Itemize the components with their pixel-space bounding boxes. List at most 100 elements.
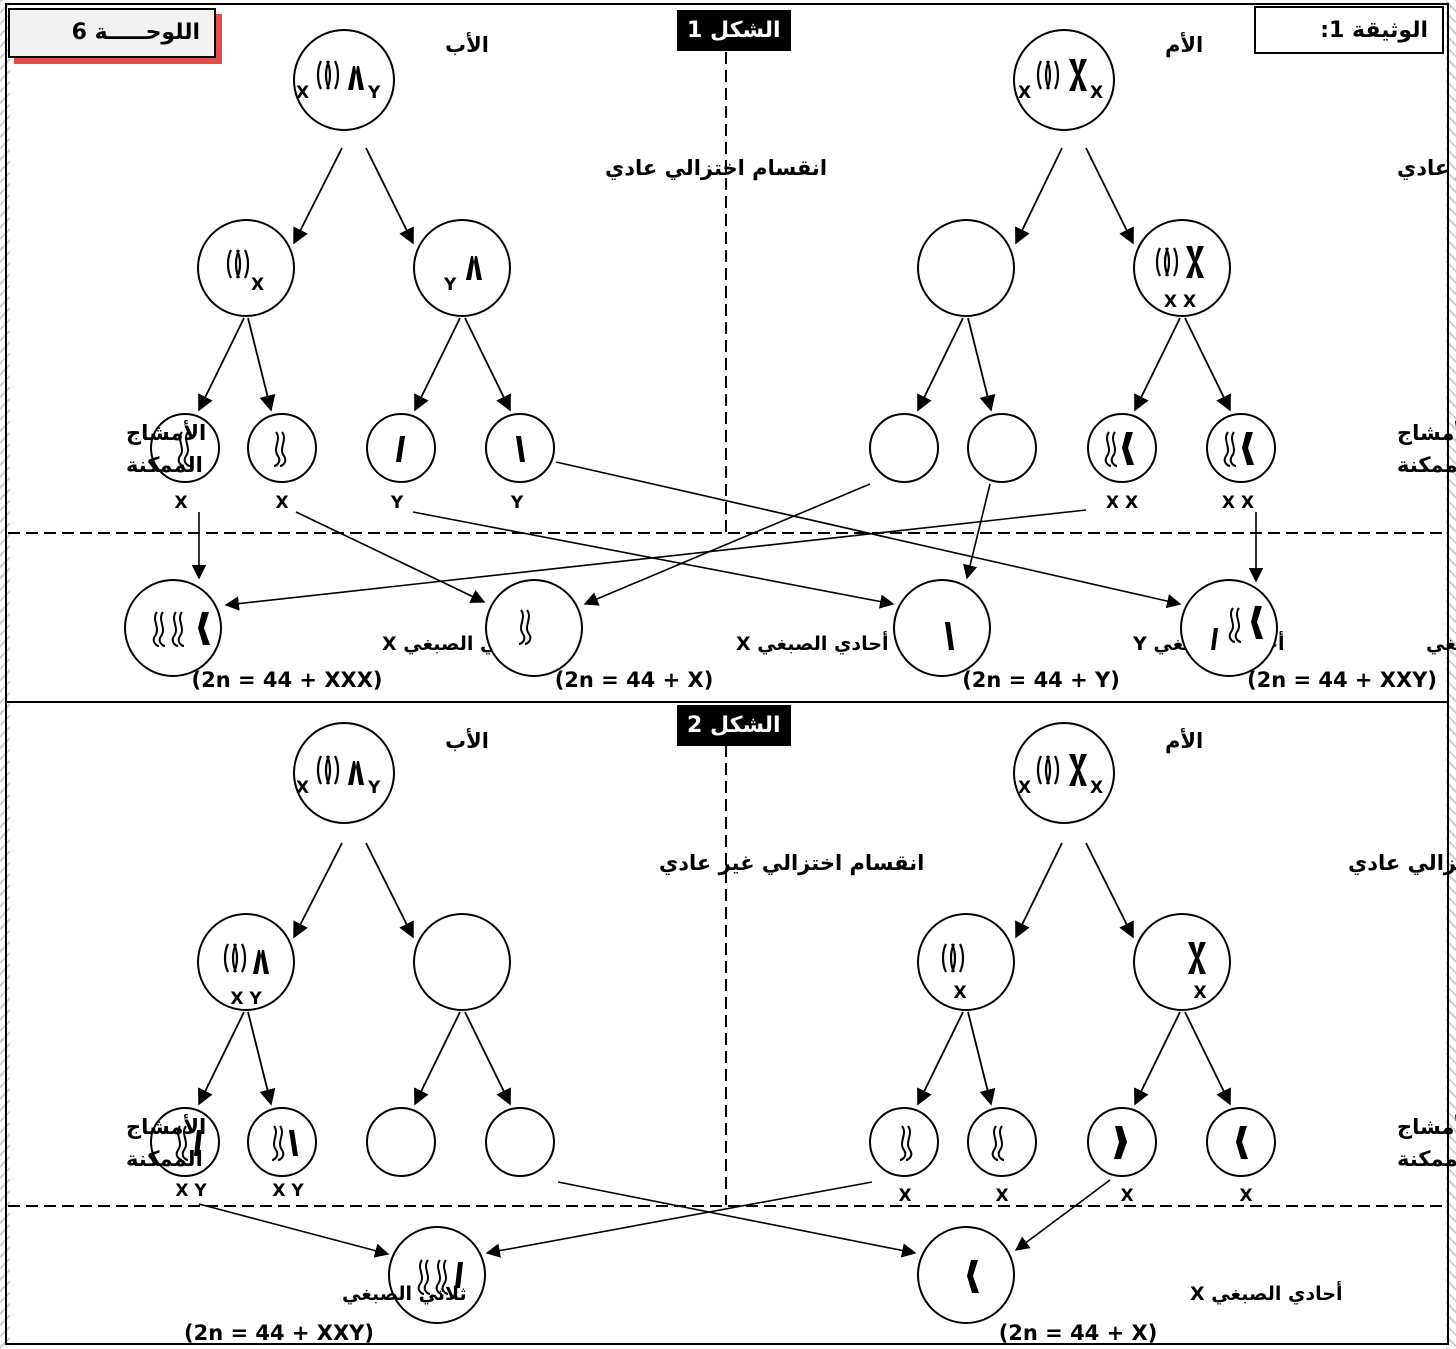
arrow: [293, 147, 343, 245]
mother-gamete-empty: [967, 413, 1037, 483]
chromatid-x-dark-icon: [1251, 606, 1263, 639]
zygote-xxy: [1180, 579, 1278, 677]
chromatid-y-icon: [455, 1262, 463, 1288]
father-x-cell-label: X: [251, 275, 264, 295]
figure2-title: الشكل 2: [677, 705, 791, 746]
chromatid-y-icon: [289, 1130, 298, 1156]
father-xy-cell-label: X Y: [230, 989, 262, 1009]
arrow: [917, 1011, 964, 1106]
zygote-formula: (2n = 44 + XXX): [192, 668, 383, 692]
chromatid-x-dark-icon: [1122, 432, 1134, 465]
arrow: [224, 509, 1087, 611]
figure1-father-lineage: X Y الأب انقسام اختزالي عادي X Y X X Y Y…: [126, 29, 827, 513]
arrow: [414, 1011, 461, 1106]
chromatid-x-icon: [271, 1125, 285, 1161]
father-gamete-label: X Y: [175, 1181, 207, 1201]
father-division-label: انقسام اختزالي غير عادي: [659, 851, 924, 876]
figure1-zygotes: ثلاثي الصبغي X (2n = 44 + XXX) أحادي الص…: [124, 579, 1456, 692]
father-y-label: Y: [367, 778, 381, 798]
chromatid-x-dark-icon: [198, 612, 210, 645]
mother-xx-cell: [1133, 219, 1231, 317]
chromosome-x-icon: [223, 943, 247, 973]
chromatid-x-icon: [171, 611, 185, 647]
chromosome-x-icon: [316, 60, 340, 90]
father-gamete-x: [150, 413, 220, 483]
arrow: [464, 1011, 511, 1106]
chromosome-y-icon: [348, 66, 364, 90]
mother-gamete-label: X: [1120, 1186, 1133, 1206]
mother-division-label: انقسام اختزالي غير عادي: [1397, 156, 1456, 181]
frame: [5, 3, 1449, 1345]
figure2-father-lineage: X Y الأب انقسام اختزالي غير عادي X Y X Y…: [126, 722, 924, 1201]
chromatid-x-icon: [435, 1259, 449, 1295]
father-gamete-label: X Y: [272, 1181, 304, 1201]
figure1-fertilization-arrows: [191, 461, 1264, 611]
chromatid-x-icon: [518, 609, 532, 645]
father-empty-cell: [413, 913, 511, 1011]
father-gamete-empty: [485, 1107, 555, 1177]
zygote-xxx: [124, 579, 222, 677]
arrow: [198, 1203, 390, 1258]
father-gamete-label: X: [275, 493, 288, 513]
zygote-formula: (2n = 44 + Y): [962, 668, 1120, 692]
chromatid-x-dark-icon: [1236, 1126, 1248, 1159]
arrow: [967, 1011, 996, 1106]
arrow: [198, 317, 245, 412]
chromosome-y-icon: [348, 761, 364, 785]
zygote-y: [893, 579, 991, 677]
arrow: [247, 317, 276, 412]
chromatid-y-icon: [945, 622, 954, 650]
chromatid-x-icon: [1228, 607, 1242, 643]
arrow: [1184, 1011, 1231, 1106]
mother-gamete-label: X: [1239, 1186, 1252, 1206]
chromatid-x-icon: [1223, 431, 1237, 467]
chromatid-x-dark-icon: [967, 1260, 979, 1293]
father-gamete-empty: [366, 1107, 436, 1177]
father-gamete-label: X: [174, 493, 187, 513]
mother-cell: [1013, 722, 1115, 824]
father-y-cell-label: Y: [443, 275, 457, 295]
chromatid-x-icon: [177, 431, 191, 467]
board-label: اللوحـــــة 6: [8, 8, 216, 58]
mother-gamete-x: [869, 1107, 939, 1177]
document-title: الوثيقة 1:: [1254, 6, 1444, 54]
arrow: [247, 1011, 276, 1106]
arrow: [1015, 147, 1063, 245]
mother-gamete-empty: [869, 413, 939, 483]
mother-gamete-label: X X: [1106, 493, 1138, 513]
chromatid-y-icon: [516, 436, 525, 462]
gametes-label-line1: الأمشاج: [126, 1113, 206, 1140]
arrow: [293, 842, 343, 939]
father-gamete-xy: [247, 1107, 317, 1177]
zygote-formula: (2n = 44 + XXY): [1247, 668, 1437, 692]
chromosome-x-icon: [1036, 755, 1060, 785]
chromatid-x-icon: [152, 611, 166, 647]
arrow: [485, 1181, 873, 1258]
father-division-label: انقسام اختزالي عادي: [605, 156, 827, 181]
mother-cell: [1013, 29, 1115, 131]
arrow: [917, 317, 964, 412]
arrow: [555, 461, 1182, 609]
father-x-label: X: [296, 778, 309, 798]
page-border-right: [1446, 0, 1456, 1349]
mother-division-label: انقسام اختزالي عادي: [1348, 851, 1456, 876]
chromosome-x-dark-icon: [1188, 942, 1206, 974]
zygote-xxy: [388, 1226, 486, 1324]
arrow: [583, 483, 871, 606]
gametes-label-line1: الأمشاج: [1397, 1113, 1456, 1140]
father-label: الأب: [445, 727, 489, 753]
chromatid-x-icon: [899, 1125, 913, 1161]
arrow: [464, 317, 511, 412]
arrow: [1085, 147, 1134, 245]
arrow: [295, 511, 486, 603]
chromatid-x-icon: [417, 1259, 431, 1295]
arrow: [1085, 842, 1134, 939]
chromatid-x-dark-icon: [1114, 1126, 1127, 1159]
chromosome-x-icon: [226, 249, 250, 279]
chromosome-y-icon: [466, 256, 482, 280]
mother-gamete-label: X X: [1222, 493, 1254, 513]
mother-x-cell: [917, 913, 1015, 1011]
gametes-label-line2: الممكنة: [126, 1147, 203, 1171]
gametes-label-line2: الممكنة: [1397, 1147, 1456, 1171]
mother-gamete-xx: [1206, 413, 1276, 483]
